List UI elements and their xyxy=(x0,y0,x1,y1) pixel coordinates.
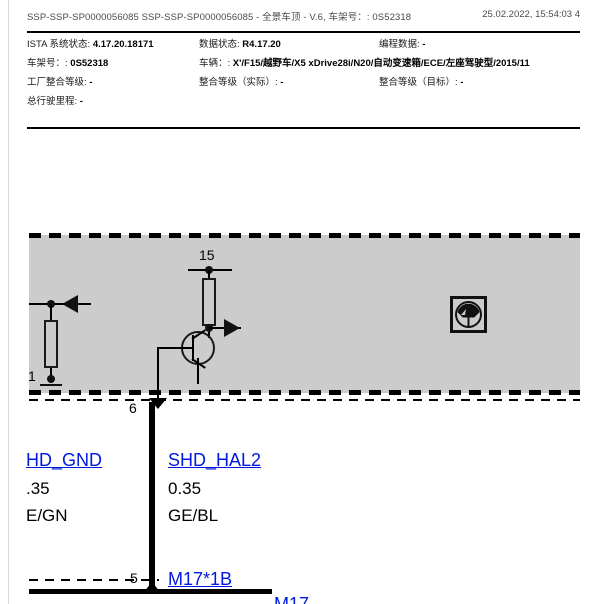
info-label: 数据状态: xyxy=(199,39,240,50)
wire-colorcode-shd-hal2: GE/BL xyxy=(168,506,219,525)
transistor-base-bar xyxy=(192,335,194,361)
wire-gauge-shd-hal2: 0.35 xyxy=(168,479,202,498)
wire-name-shd-gnd[interactable]: HD_GND xyxy=(26,450,103,470)
info-value: - xyxy=(89,77,93,88)
transistor-emitter-drop xyxy=(197,358,199,384)
signal-arrow-left xyxy=(62,295,78,313)
info-value: 0S52318 xyxy=(70,58,109,69)
transistor-base-lead xyxy=(178,347,193,349)
wire-segment-collector xyxy=(208,326,210,338)
info-value: - xyxy=(460,77,464,88)
resistor-left xyxy=(44,320,58,368)
connector-boundary-dashed xyxy=(29,579,159,581)
steering-wheel-airbag-icon xyxy=(450,296,487,333)
info-label: 总行驶里程: xyxy=(27,96,78,107)
info-cell-target-ilevel: 整合等级（目标）: - xyxy=(379,76,463,89)
module-border-bottom xyxy=(29,390,580,395)
splice-marker-pin5 xyxy=(143,582,161,593)
info-label: 工厂整合等级: xyxy=(27,77,87,88)
pin-number-5: 5 xyxy=(130,570,138,586)
header-divider-bottom xyxy=(27,127,580,129)
resistor-center xyxy=(202,278,216,326)
vehicle-info-block: ISTA 系统状态: 4.17.20.18171 数据状态: R4.17.20 … xyxy=(27,38,580,122)
info-label: 整合等级（目标）: xyxy=(379,77,458,88)
module-border-top xyxy=(29,233,580,238)
connector-label-m17-1b[interactable]: M17*1B xyxy=(168,569,233,589)
info-cell-ista-status: ISTA 系统状态: 4.17.20.18171 xyxy=(27,38,154,51)
connector-bus-line xyxy=(29,589,272,594)
signal-arrow-right xyxy=(224,319,240,337)
info-value: - xyxy=(422,39,426,50)
info-label: 编程数据: xyxy=(379,39,420,50)
document-title: SSP-SSP-SP0000056085 SSP-SSP-SP000005608… xyxy=(27,12,412,23)
info-cell-programming-data: 编程数据: - xyxy=(379,38,425,51)
wire-segment-left-vertical-top xyxy=(50,304,52,320)
wire-segment-pin6-horizontal xyxy=(157,347,179,349)
info-cell-factory-ilevel: 工厂整合等级: - xyxy=(27,76,92,89)
info-row: 工厂整合等级: - 整合等级（实际）: - 整合等级（目标）: - xyxy=(27,76,580,95)
page-left-border xyxy=(8,0,9,604)
info-cell-data-status: 数据状态: R4.17.20 xyxy=(199,38,281,51)
control-module-body xyxy=(29,235,580,393)
document-timestamp: 25.02.2022, 15:54:03 4 xyxy=(482,9,580,20)
wire-gauge-shd-gnd: .35 xyxy=(26,479,50,498)
info-row: 车架号：: 0S52318 车辆：: X'/F15/越野车/X5 xDrive2… xyxy=(27,57,580,76)
info-value: X'/F15/越野车/X5 xDrive28i/N20/自动变速箱/ECE/左座… xyxy=(232,58,530,69)
header-divider-top xyxy=(27,31,580,33)
info-row: 总行驶里程: - xyxy=(27,95,580,114)
info-cell-vin: 车架号：: 0S52318 xyxy=(27,57,108,70)
connector-label-m17[interactable]: M17 xyxy=(274,594,310,604)
wire-trunk-vertical xyxy=(149,402,155,590)
wire-segment-left-horizontal xyxy=(29,303,91,305)
info-label: 整合等级（实际）: xyxy=(199,77,278,88)
wire-segment-pin6-vertical xyxy=(157,347,159,400)
wire-name-shd-hal2[interactable]: SHD_HAL2 xyxy=(168,450,262,470)
wire-colorcode-shd-gnd: E/GN xyxy=(26,506,68,525)
junction-dot-left-ground xyxy=(47,375,55,383)
pin-number-15: 15 xyxy=(199,247,215,263)
info-value: R4.17.20 xyxy=(242,39,281,50)
info-value: - xyxy=(280,77,284,88)
info-label: 车辆：: xyxy=(199,58,231,69)
pin-number-6: 6 xyxy=(129,400,137,416)
info-label: ISTA 系统状态: xyxy=(27,39,91,50)
wiring-diagram: 1 15 6 xyxy=(0,130,601,604)
info-row: ISTA 系统状态: 4.17.20.18171 数据状态: R4.17.20 … xyxy=(27,38,580,57)
info-label: 车架号：: xyxy=(27,58,68,69)
info-cell-current-ilevel: 整合等级（实际）: - xyxy=(199,76,283,89)
info-cell-vehicle: 车辆：: X'/F15/越野车/X5 xDrive28i/N20/自动变速箱/E… xyxy=(199,57,530,70)
pin-number-1: 1 xyxy=(28,368,36,384)
info-value: 4.17.20.18171 xyxy=(92,39,154,50)
module-outer-boundary xyxy=(29,399,580,401)
info-cell-mileage: 总行驶里程: - xyxy=(27,95,83,108)
info-value: - xyxy=(79,96,83,107)
wire-segment-supply-drop xyxy=(208,270,210,278)
document-header: SSP-SSP-SP0000056085 SSP-SSP-SP000005608… xyxy=(27,9,580,25)
splice-marker-pin6 xyxy=(149,398,167,409)
ground-symbol-left xyxy=(40,384,62,386)
